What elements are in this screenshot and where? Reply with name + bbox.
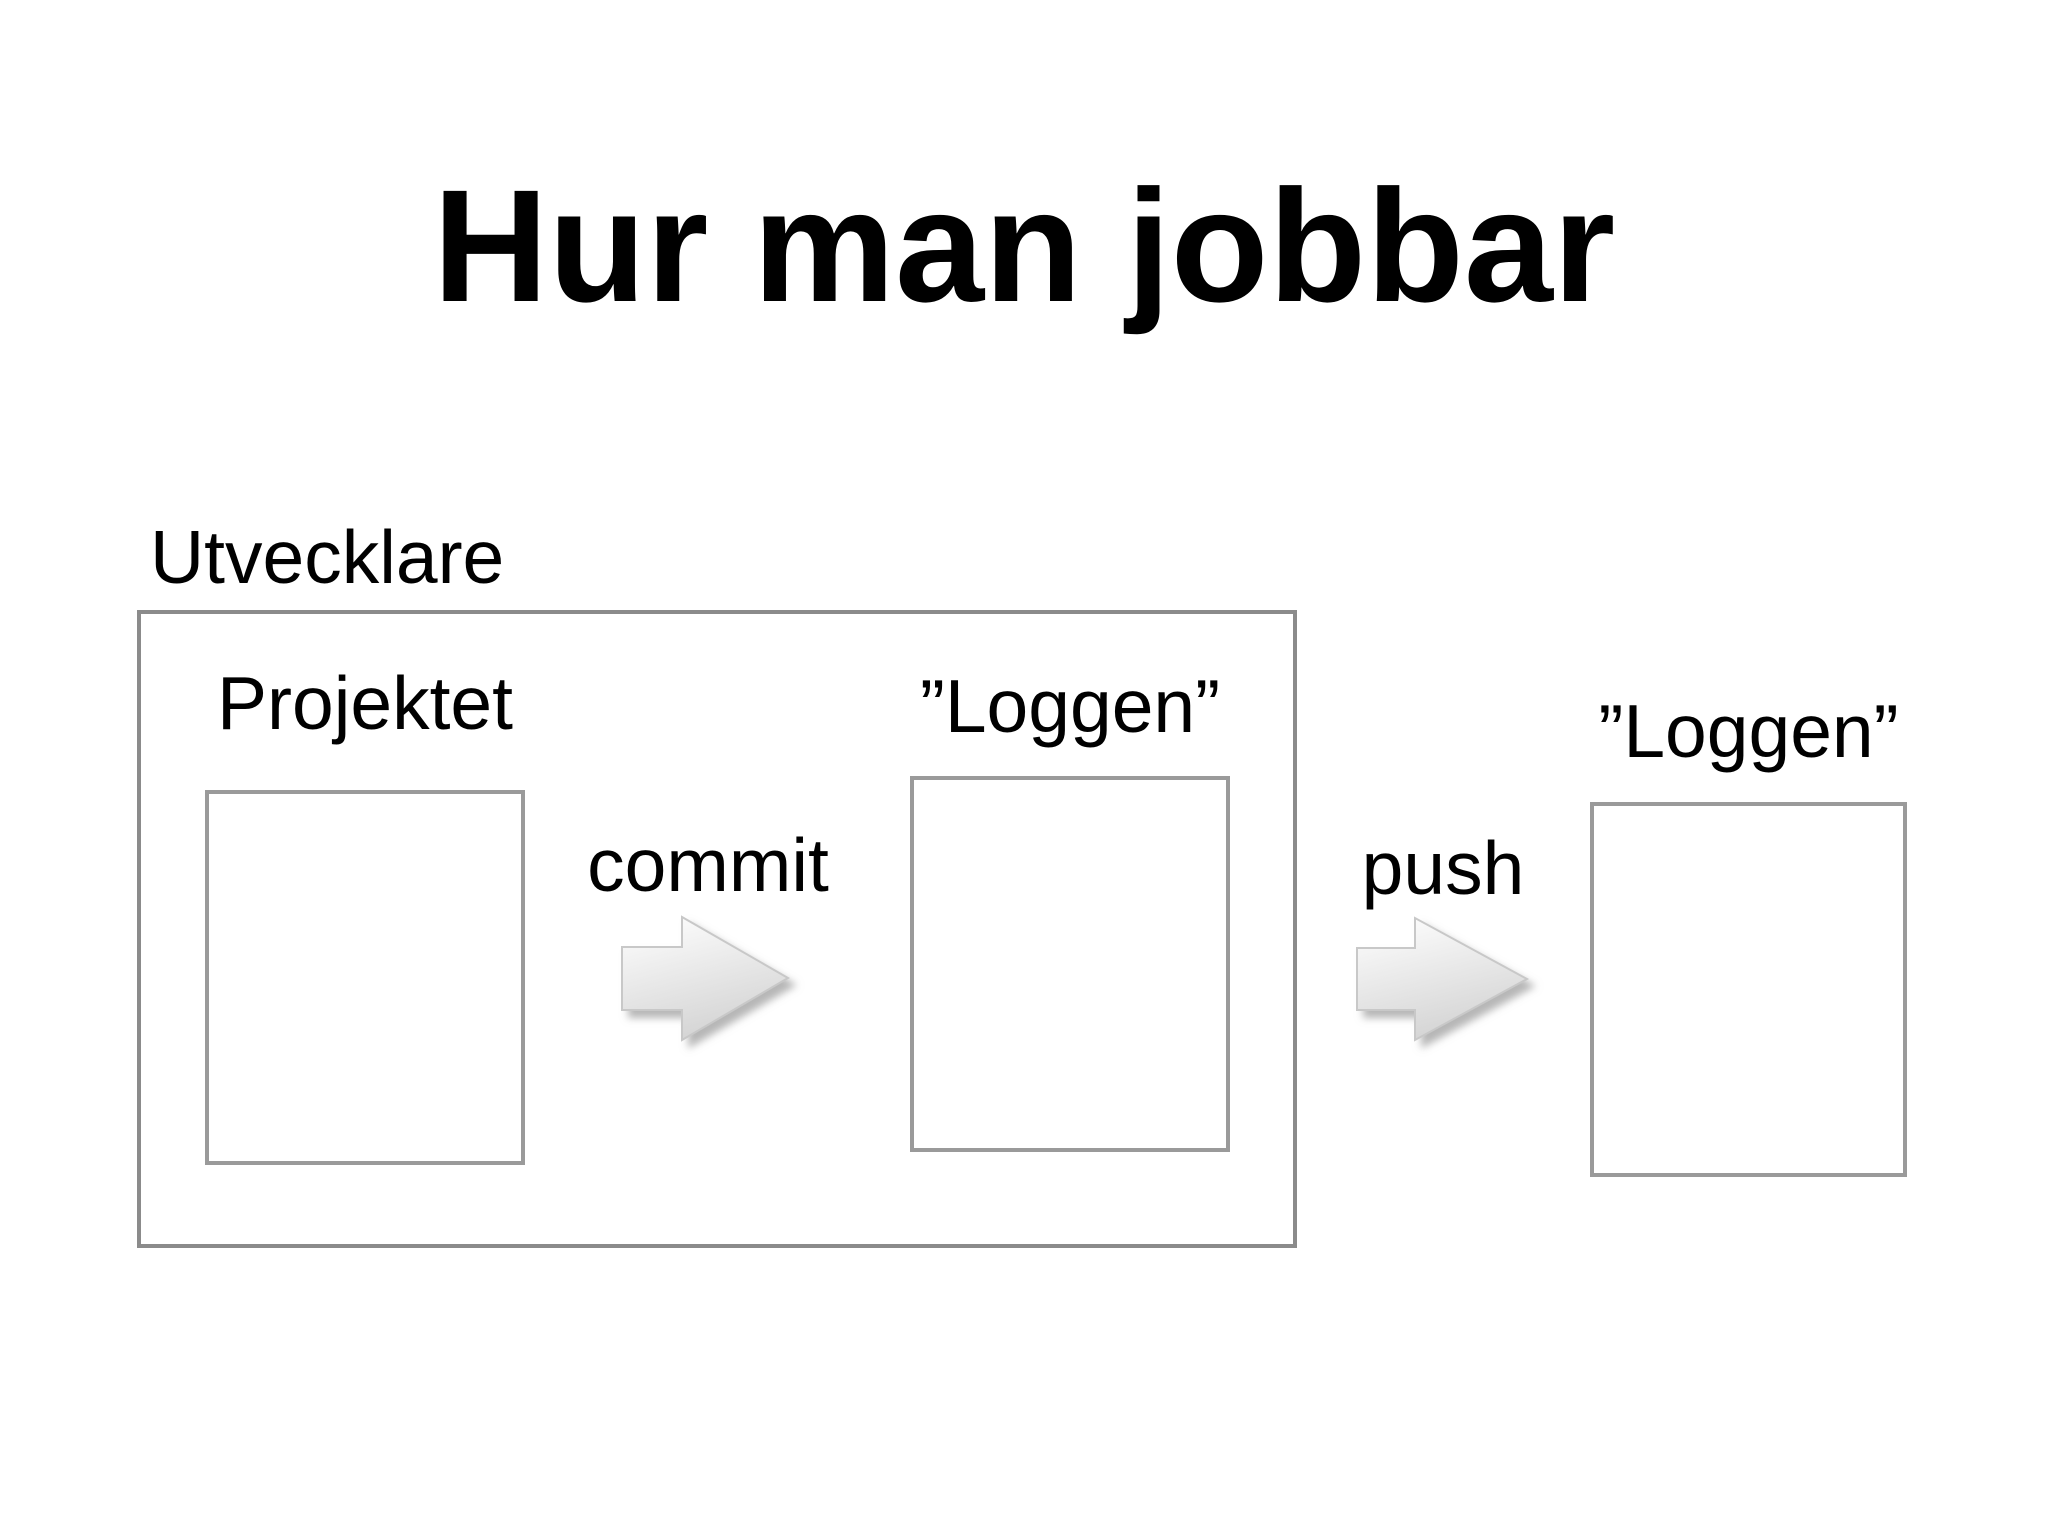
push-arrow-icon: [1356, 916, 1530, 1042]
remote-log-label: ”Loggen”: [1598, 689, 1899, 773]
project-label: Projektet: [217, 661, 513, 745]
project-box: [205, 790, 525, 1165]
local-log-label: ”Loggen”: [919, 664, 1221, 748]
remote-log-box: [1590, 802, 1907, 1177]
local-log-box: [910, 776, 1230, 1152]
commit-arrow-icon: [621, 915, 790, 1042]
push-label: push: [1361, 826, 1525, 910]
commit-label: commit: [587, 823, 829, 907]
developer-group-box: [137, 610, 1297, 1248]
developer-group-label: Utvecklare: [150, 515, 505, 599]
slide-title: Hur man jobbar: [432, 156, 1616, 335]
